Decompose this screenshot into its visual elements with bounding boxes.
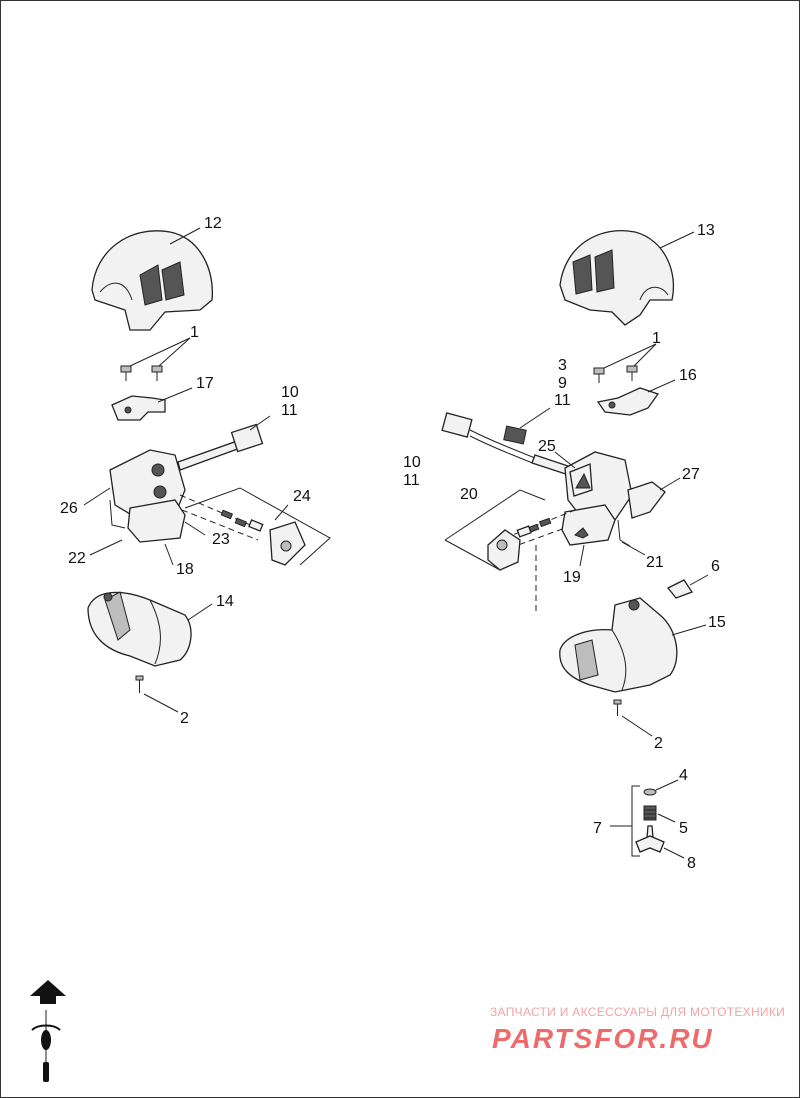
callout-11-left: 11 xyxy=(281,402,298,419)
callout-9: 9 xyxy=(558,375,567,392)
callout-12: 12 xyxy=(204,215,222,232)
callout-2-right: 2 xyxy=(654,735,663,752)
left-screws xyxy=(120,365,163,381)
callout-8: 8 xyxy=(687,855,696,872)
callout-10-right: 10 xyxy=(403,454,421,471)
left-bracket xyxy=(111,395,166,421)
left-lower-housing xyxy=(87,591,192,667)
left-upper-housing-cover xyxy=(91,230,214,331)
callout-7: 7 xyxy=(593,820,602,837)
callout-10-left: 10 xyxy=(281,384,299,401)
callout-11-right: 11 xyxy=(403,472,420,489)
callout-1-left: 1 xyxy=(190,324,199,341)
callout-26: 26 xyxy=(60,500,78,517)
callout-3: 3 xyxy=(558,357,567,374)
right-upper-housing-cover xyxy=(559,230,674,326)
callout-24: 24 xyxy=(293,488,311,505)
right-plunger-kit xyxy=(631,785,665,857)
right-screws xyxy=(593,365,638,383)
callout-21: 21 xyxy=(646,554,664,571)
right-lower-housing xyxy=(559,597,678,693)
left-switch-cap-group xyxy=(179,487,331,566)
callout-23: 23 xyxy=(212,531,230,548)
callout-14: 14 xyxy=(216,593,234,610)
left-switch-assembly xyxy=(109,423,264,543)
callout-labels: 12 1 17 10 11 26 24 22 23 18 14 2 13 3 9… xyxy=(60,215,726,872)
callout-5: 5 xyxy=(679,820,688,837)
left-lower-screw xyxy=(135,675,144,693)
callout-11-harness: 11 xyxy=(554,392,571,409)
callout-2-left: 2 xyxy=(180,710,189,727)
callout-4: 4 xyxy=(679,767,688,784)
forward-arrow-motorcycle-icon xyxy=(30,980,66,1082)
right-clip xyxy=(666,579,693,599)
watermark-brand: PARTSFOR.RU xyxy=(492,1023,714,1054)
callout-6: 6 xyxy=(711,558,720,575)
callout-15: 15 xyxy=(708,614,726,631)
watermark: ЗАПЧАСТИ И АКСЕССУАРЫ ДЛЯ МОТОТЕХНИКИ PA… xyxy=(490,1005,785,1054)
right-bracket xyxy=(596,387,660,416)
callout-16: 16 xyxy=(679,367,697,384)
callout-22: 22 xyxy=(68,550,86,567)
right-switch-assembly xyxy=(561,451,666,547)
callout-27: 27 xyxy=(682,466,700,483)
callout-17: 17 xyxy=(196,375,214,392)
callout-13: 13 xyxy=(697,222,715,239)
right-wiring-harness xyxy=(441,412,581,479)
callout-25: 25 xyxy=(538,438,556,455)
callout-20: 20 xyxy=(460,486,478,503)
right-switch-cap-group xyxy=(444,489,576,612)
leader-lines xyxy=(83,227,709,859)
right-lower-screw xyxy=(613,699,622,716)
watermark-tagline: ЗАПЧАСТИ И АКСЕССУАРЫ ДЛЯ МОТОТЕХНИКИ xyxy=(490,1005,785,1019)
callout-19: 19 xyxy=(563,569,581,586)
callout-18: 18 xyxy=(176,561,194,578)
callout-1-right: 1 xyxy=(652,330,661,347)
